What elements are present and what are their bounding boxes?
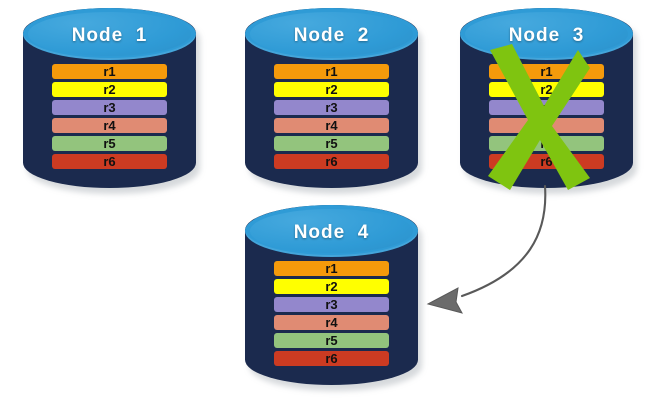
node-2-row-r3: r3: [274, 100, 389, 115]
node-3-row-r6: r6: [489, 154, 604, 169]
node-2-title: Node 2: [293, 25, 370, 46]
row-label: r4: [103, 118, 116, 133]
row-label: r4: [540, 118, 553, 133]
row-label: r5: [325, 333, 338, 348]
node-4-title: Node 4: [293, 222, 370, 243]
row-label: r5: [103, 136, 116, 151]
node-2-cylinder: Node 2 r1 r2 r3 r4 r5 r6: [245, 8, 422, 194]
node-1-top-ellipse: [23, 8, 196, 61]
node-3-row-r5: r5: [489, 136, 604, 151]
node-1-row-r4: r4: [52, 118, 167, 133]
row-label: r4: [325, 118, 338, 133]
node-3-rows: r1 r2 r3 r4 r5 r6: [489, 64, 604, 172]
node-2-top-ellipse: [245, 8, 418, 61]
node-4-cylinder: Node 4 r1 r2 r3 r4 r5 r6: [245, 205, 422, 391]
node-1-rows: r1 r2 r3 r4 r5 r6: [52, 64, 167, 172]
row-label: r2: [325, 82, 338, 97]
node-4-rows: r1 r2 r3 r4 r5 r6: [274, 261, 389, 369]
node-3-cylinder: Node 3 r1 r2 r3 r4 r5 r6: [460, 8, 637, 194]
node-1-row-r5: r5: [52, 136, 167, 151]
node-4-row-r3: r3: [274, 297, 389, 312]
row-label: r1: [325, 261, 338, 276]
row-label: r5: [540, 136, 553, 151]
row-label: r6: [540, 154, 553, 169]
node-2-row-r6: r6: [274, 154, 389, 169]
node-1-cylinder: Node 1 r1 r2 r3 r4 r5 r6: [23, 8, 200, 194]
row-label: r3: [540, 100, 553, 115]
row-label: r6: [325, 154, 338, 169]
node-1-title: Node 1: [71, 25, 148, 46]
row-label: r1: [103, 64, 116, 79]
row-label: r5: [325, 136, 338, 151]
row-label: r3: [103, 100, 116, 115]
node-2-row-r1: r1: [274, 64, 389, 79]
row-label: r3: [325, 297, 338, 312]
row-label: r3: [325, 100, 338, 115]
node-3-row-r3: r3: [489, 100, 604, 115]
node-4-row-r5: r5: [274, 333, 389, 348]
row-label: r6: [103, 154, 116, 169]
row-label: r2: [103, 82, 116, 97]
row-label: r2: [325, 279, 338, 294]
node-3-row-r2: r2: [489, 82, 604, 97]
node-4-row-r6: r6: [274, 351, 389, 366]
node-1-row-r1: r1: [52, 64, 167, 79]
node-4-row-r4: r4: [274, 315, 389, 330]
node-1-row-r2: r2: [52, 82, 167, 97]
node-3-title: Node 3: [508, 25, 585, 46]
node-4-row-r2: r2: [274, 279, 389, 294]
node-3-row-r1: r1: [489, 64, 604, 79]
row-label: r4: [325, 315, 338, 330]
node-2-row-r5: r5: [274, 136, 389, 151]
node-2-row-r4: r4: [274, 118, 389, 133]
row-label: r1: [540, 64, 553, 79]
node-4-top-ellipse: [245, 205, 418, 258]
row-label: r2: [540, 82, 553, 97]
row-label: r6: [325, 351, 338, 366]
node-4-row-r1: r1: [274, 261, 389, 276]
node-1-row-r3: r3: [52, 100, 167, 115]
node-3-row-r4: r4: [489, 118, 604, 133]
node-2-row-r2: r2: [274, 82, 389, 97]
row-label: r1: [325, 64, 338, 79]
node-1-row-r6: r6: [52, 154, 167, 169]
node-2-rows: r1 r2 r3 r4 r5 r6: [274, 64, 389, 172]
